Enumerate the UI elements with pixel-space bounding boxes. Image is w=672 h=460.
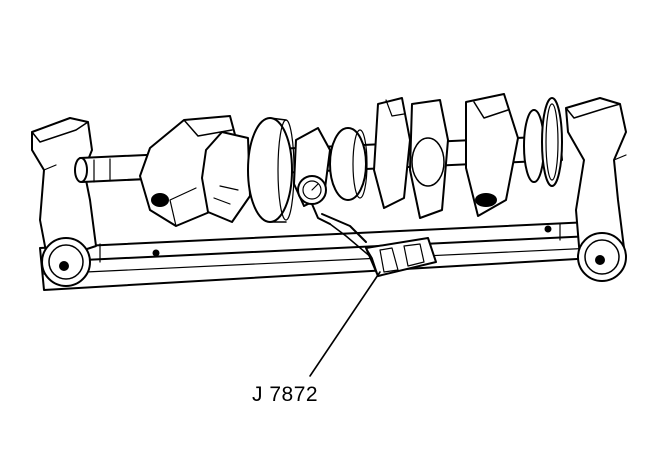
crankshaft-counterweights	[139, 93, 563, 227]
fixture-base-rail	[39, 221, 595, 291]
right-v-block-support	[565, 97, 627, 282]
callout-leader-line	[309, 271, 381, 377]
tool-callout-label: J 7872	[252, 383, 319, 406]
magnetic-base-tool	[365, 237, 437, 277]
left-v-block-support	[31, 117, 97, 287]
dial-indicator	[297, 175, 373, 259]
crankshaft	[74, 93, 563, 227]
